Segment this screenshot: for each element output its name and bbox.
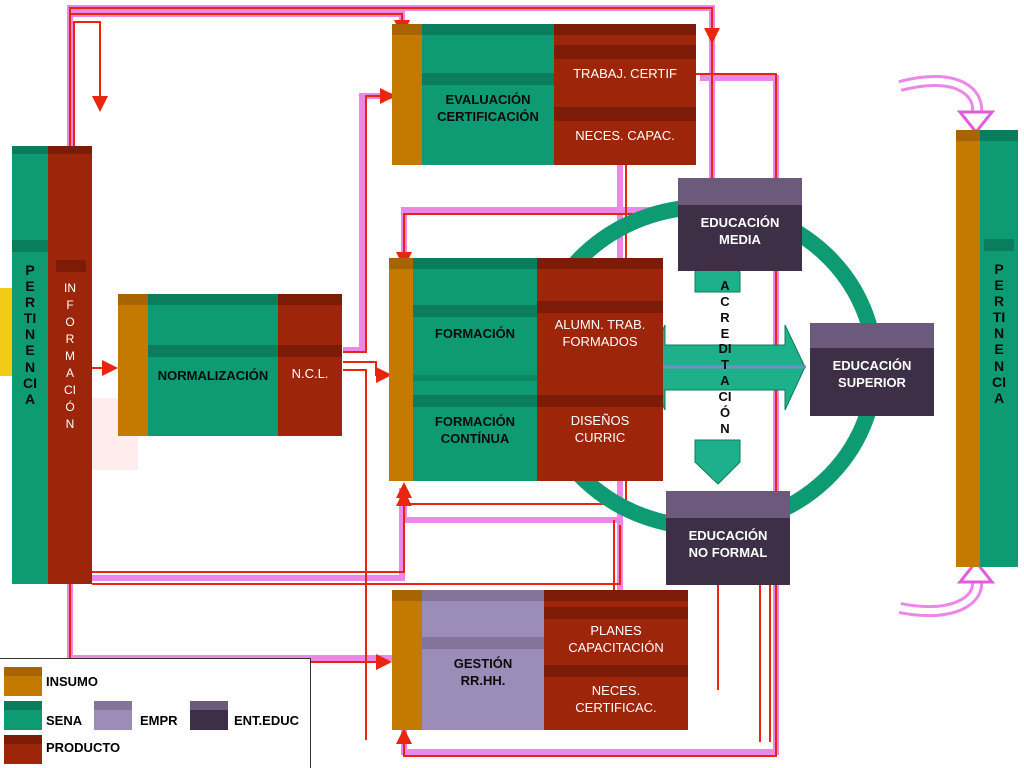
normalizacion-insumo [118, 305, 148, 436]
pertinencia-right-text: PERTINENCIA [992, 261, 1006, 406]
evaluacion-box: EVALUACIÓN CERTIFICACIÓN [422, 35, 554, 165]
legend-sena-label: SENA [46, 713, 83, 728]
evaluacion-label: EVALUACIÓN CERTIFICACIÓN [437, 92, 539, 124]
neces-certificac-label: NECES. CERTIFICAC. [575, 683, 657, 715]
legend-producto-label: PRODUCTO [46, 740, 121, 755]
informacion-bar: INFORMACIÓN [48, 154, 92, 584]
normalizacion-box: NORMALIZACIÓN [148, 305, 278, 436]
legend-sena-swatch [4, 710, 42, 730]
normalizacion-label: NORMALIZACIÓN [157, 367, 269, 383]
educacion-media-label: EDUCACIÓN MEDIA [700, 215, 780, 247]
gestion-label: GESTIÓN RR.HH. [453, 656, 513, 688]
formacion-insumo [389, 269, 413, 481]
planes-capacitacion-label: PLANES CAPACITACIÓN [568, 623, 664, 655]
legend-producto-swatch [4, 744, 42, 764]
disenos-curric-label: DISEÑOS CURRIC [570, 413, 630, 445]
formacion-box: FORMACIÓN FORMACIÓN CONTÍNUA [413, 269, 537, 481]
formacion-label: FORMACIÓN [434, 325, 516, 341]
educacion-no-formal-box: EDUCACIÓN NO FORMAL [666, 506, 790, 585]
legend-ent-educ-swatch [190, 710, 228, 730]
gestion-products: PLANES CAPACITACIÓN NECES. CERTIFICAC. [544, 601, 688, 730]
neces-capac-label: NECES. CAPAC. [575, 127, 675, 143]
acreditacion-text: ACREDITACIÓN [718, 278, 732, 436]
legend-insumo-label: INSUMO [46, 674, 98, 689]
evaluacion-products: TRABAJ. CERTIF NECES. CAPAC. [554, 35, 696, 165]
legend-empr-label: EMPR [140, 713, 178, 728]
formacion-products: ALUMN. TRAB. FORMADOS DISEÑOS CURRIC [537, 269, 663, 481]
pertinencia-left-bar: PERTINENCIA [12, 154, 48, 584]
legend: INSUMO SENA EMPR ENT.EDUC PRODUCTO [0, 658, 311, 768]
gestion-box: GESTIÓN RR.HH. [422, 601, 544, 730]
ncl-product: N.C.L. [278, 305, 342, 436]
ncl-label: N.C.L. [291, 365, 329, 381]
evaluacion-insumo [392, 35, 422, 165]
right-insumo-bar [956, 141, 980, 567]
legend-empr-swatch [94, 710, 132, 730]
alumn-trab-label: ALUMN. TRAB. FORMADOS [554, 317, 646, 349]
informacion-text: INFORMACIÓN [64, 281, 76, 432]
gestion-insumo [392, 601, 422, 730]
pertinencia-left-text: PERTINENCIA [23, 262, 37, 407]
educacion-superior-label: EDUCACIÓN SUPERIOR [832, 358, 912, 390]
educacion-no-formal-label: EDUCACIÓN NO FORMAL [688, 528, 768, 560]
legend-ent-educ-label: ENT.EDUC [234, 713, 300, 728]
trabaj-certif-label: TRABAJ. CERTIF [573, 65, 677, 81]
educacion-superior-box: EDUCACIÓN SUPERIOR [810, 336, 934, 416]
formacion-continua-label: FORMACIÓN CONTÍNUA [434, 414, 516, 446]
legend-insumo-swatch [4, 676, 42, 696]
educacion-media-box: EDUCACIÓN MEDIA [678, 193, 802, 271]
pertinencia-right-bar: PERTINENCIA [980, 141, 1018, 567]
